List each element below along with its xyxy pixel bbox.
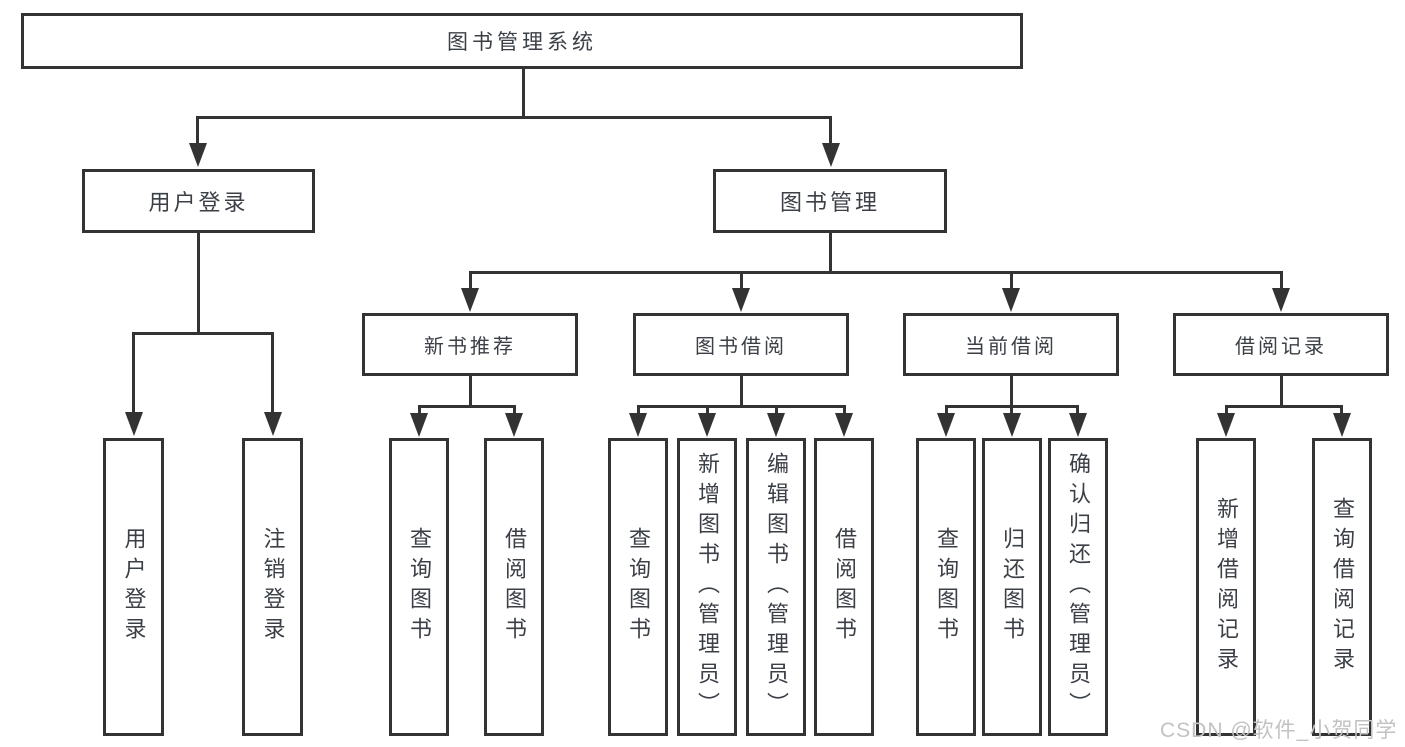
leaf-bb-query-books: 查询图书 [608,438,668,736]
connector-book-borrow-rail [637,405,846,408]
connector-new-book-rail [418,405,516,408]
connector-drop-logout-leaf [271,332,274,412]
arrow-to-cb-confirm-icon [1069,413,1087,437]
connector-drop-new-book [469,271,472,290]
connector-user-login-stub [197,232,200,334]
arrow-to-cb-query-icon [937,413,955,437]
leaf-nb-borrow-books: 借阅图书 [484,438,544,736]
connector-borrow-records-stub [1280,375,1283,407]
node-library-management-system: 图书管理系统 [21,13,1023,69]
arrow-to-book-management-icon [822,143,840,167]
connector-root-stub [522,68,525,119]
arrow-to-current-borrow-icon [1002,288,1020,312]
connector-drop-bb-edit [775,405,778,415]
leaf-user-login: 用户登录 [103,438,164,736]
arrow-to-nb-query-icon [410,413,428,437]
connector-drop-cb-return [1010,405,1013,415]
connector-drop-book-management [829,116,832,145]
node-user-login: 用户登录 [82,169,315,233]
connector-new-book-stub [469,375,472,407]
arrow-to-bb-query-icon [629,413,647,437]
arrow-to-borrow-records-icon [1272,288,1290,312]
connector-drop-bb-query [637,405,640,415]
node-new-book-recommend: 新书推荐 [362,313,578,376]
arrow-to-bb-edit-icon [767,413,785,437]
connector-drop-cb-confirm [1076,405,1079,415]
leaf-bb-borrow-books: 借阅图书 [814,438,874,736]
connector-drop-login-leaf [132,332,135,412]
arrow-to-bb-add-icon [698,413,716,437]
csdn-watermark: CSDN @软件_小贺同学 [1160,719,1398,742]
arrow-to-logout-leaf-icon [264,412,282,436]
node-book-management: 图书管理 [713,169,947,233]
node-book-borrow: 图书借阅 [633,313,849,376]
leaf-cb-return-books: 归还图书 [982,438,1042,736]
node-current-borrow: 当前借阅 [903,313,1119,376]
connector-drop-br-query [1340,405,1343,415]
node-borrow-records: 借阅记录 [1173,313,1389,376]
arrow-to-new-book-icon [461,288,479,312]
arrow-to-login-leaf-icon [125,412,143,436]
connector-drop-bb-borrow [843,405,846,415]
connector-level2-rail [196,116,832,119]
arrow-to-nb-borrow-icon [505,413,523,437]
connector-level3-rail [469,271,1283,274]
connector-drop-nb-query [418,405,421,415]
connector-user-login-rail [132,332,274,335]
arrow-to-cb-return-icon [1003,413,1021,437]
arrow-to-bb-borrow-icon [835,413,853,437]
arrow-to-user-login-icon [189,143,207,167]
leaf-br-add-record: 新增借阅记录 [1196,438,1256,736]
connector-drop-nb-borrow [513,405,516,415]
connector-current-borrow-stub [1010,375,1013,407]
arrow-to-book-borrow-icon [732,288,750,312]
leaf-logout: 注销登录 [242,438,303,736]
leaf-br-query-record: 查询借阅记录 [1312,438,1372,736]
connector-book-management-stub [829,232,832,274]
arrow-to-br-query-icon [1333,413,1351,437]
connector-drop-book-borrow [740,271,743,290]
connector-book-borrow-stub [740,375,743,407]
leaf-nb-query-books: 查询图书 [389,438,449,736]
leaf-bb-add-books-admin: 新增图书（管理员） [677,438,737,736]
connector-drop-current-borrow [1010,271,1013,290]
connector-borrow-records-rail [1225,405,1343,408]
connector-drop-bb-add [706,405,709,415]
leaf-cb-confirm-return-admin: 确认归还（管理员） [1048,438,1108,736]
connector-drop-borrow-records [1280,271,1283,290]
leaf-bb-edit-books-admin: 编辑图书（管理员） [746,438,806,736]
arrow-to-br-add-icon [1217,413,1235,437]
connector-drop-user-login [196,116,199,145]
leaf-cb-query-books: 查询图书 [916,438,976,736]
connector-drop-br-add [1225,405,1228,415]
connector-drop-cb-query [945,405,948,415]
